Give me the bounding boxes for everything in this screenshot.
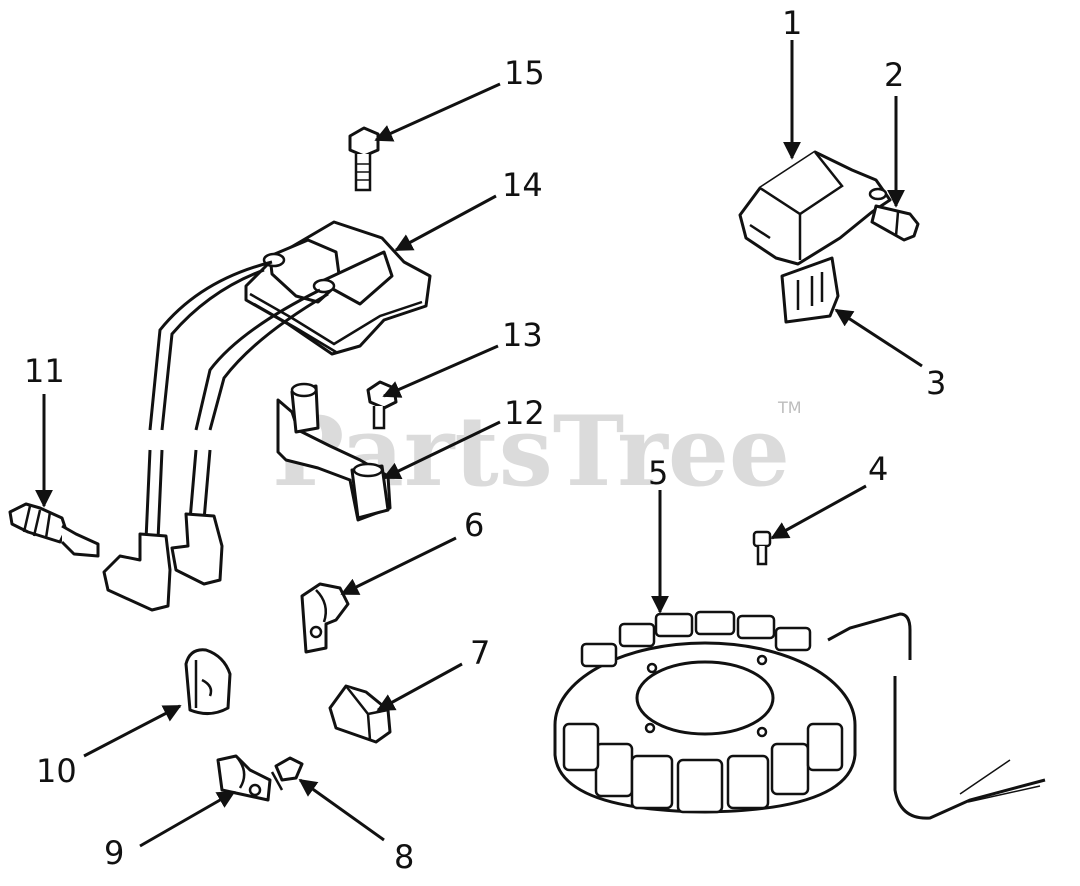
callout-12: 12 <box>504 394 545 432</box>
part-12-bracket[interactable] <box>276 382 392 522</box>
part-14-ignition-coil[interactable] <box>102 220 432 612</box>
callout-7: 7 <box>470 634 490 672</box>
leader-13 <box>382 344 499 398</box>
part-4-screw[interactable] <box>752 530 772 566</box>
callout-4: 4 <box>868 450 888 488</box>
callout-13: 13 <box>502 316 543 354</box>
leader-15 <box>374 82 501 142</box>
callout-11: 11 <box>24 352 65 390</box>
callout-5: 5 <box>648 454 668 492</box>
leader-8 <box>298 778 385 842</box>
part-3-connector[interactable] <box>780 256 840 324</box>
leader-10 <box>83 704 182 758</box>
callout-8: 8 <box>394 838 414 876</box>
leader-14 <box>394 194 497 252</box>
part-7-retainer[interactable] <box>328 684 392 744</box>
part-2-bolt[interactable] <box>870 204 920 242</box>
part-9-clip[interactable] <box>216 754 272 802</box>
callout-10: 10 <box>36 752 77 790</box>
stator-teeth <box>562 610 844 814</box>
callout-6: 6 <box>464 506 484 544</box>
callout-9: 9 <box>104 834 124 872</box>
callout-2: 2 <box>884 56 904 94</box>
leader-12 <box>382 420 501 480</box>
leader-9 <box>139 790 236 848</box>
leader-7 <box>376 662 463 712</box>
leader-4 <box>770 484 867 540</box>
part-6-clamp[interactable] <box>300 582 350 654</box>
watermark-trademark: TM <box>777 398 802 417</box>
part-15-bolt[interactable] <box>348 126 380 192</box>
leader-lines <box>35 40 923 848</box>
callout-14: 14 <box>502 166 543 204</box>
part-8-screw[interactable] <box>270 756 304 791</box>
leader-6 <box>340 536 457 596</box>
callout-labels: 1 2 3 4 5 6 7 8 9 10 11 12 13 14 15 <box>24 4 946 876</box>
part-10-grommet[interactable] <box>184 648 232 715</box>
callout-3: 3 <box>926 364 946 402</box>
callout-15: 15 <box>504 54 545 92</box>
part-1-regulator[interactable] <box>738 150 892 266</box>
callout-1: 1 <box>782 4 802 42</box>
part-5-stator[interactable] <box>553 610 1046 820</box>
leader-3 <box>834 308 923 368</box>
part-11-spark-plug[interactable] <box>8 502 100 558</box>
